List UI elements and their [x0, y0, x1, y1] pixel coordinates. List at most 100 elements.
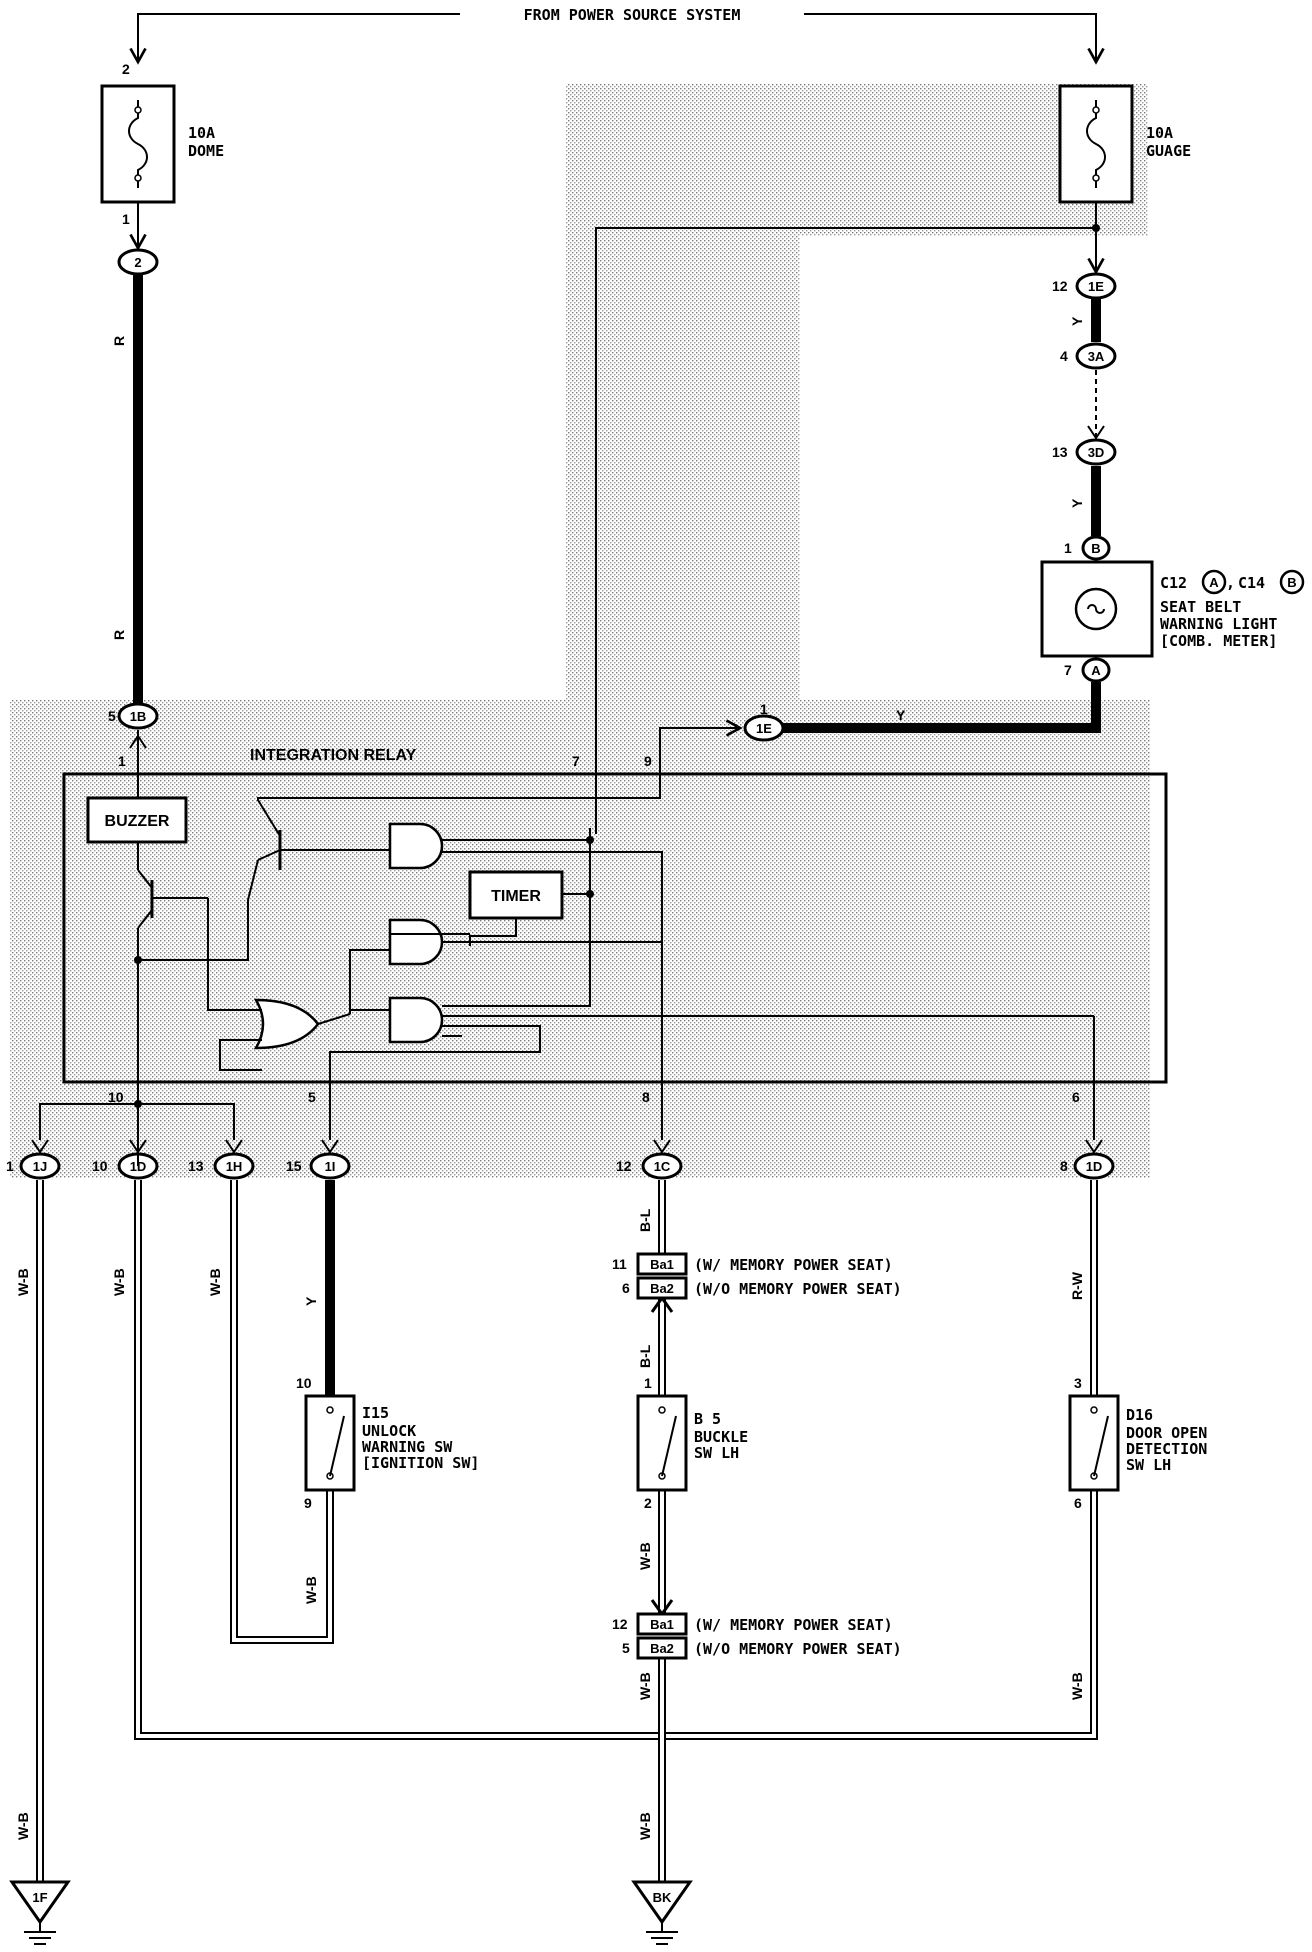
svg-text:W-B: W-B	[637, 1812, 653, 1840]
svg-text:12: 12	[1052, 278, 1068, 294]
svg-text:10: 10	[108, 1089, 124, 1105]
svg-text:DETECTION: DETECTION	[1126, 1440, 1207, 1458]
wire-color-y-1: Y	[1069, 316, 1085, 326]
svg-text:(W/O MEMORY POWER SEAT): (W/O MEMORY POWER SEAT)	[694, 1280, 902, 1298]
connector-1j: 1J 1	[6, 1152, 61, 1180]
svg-text:5: 5	[622, 1640, 630, 1656]
svg-text:WARNING LIGHT: WARNING LIGHT	[1160, 615, 1277, 633]
svg-text:R-W: R-W	[1069, 1271, 1085, 1300]
ground-branch	[31, 1103, 1103, 1154]
shading	[10, 84, 1150, 1178]
svg-text:(W/O MEMORY POWER SEAT): (W/O MEMORY POWER SEAT)	[694, 1640, 902, 1658]
timer-label: TIMER	[491, 888, 541, 905]
svg-text:15: 15	[286, 1158, 302, 1174]
switch-d16: 3 6 D16 DOOR OPEN DETECTION SW LH	[1068, 1375, 1207, 1511]
svg-text:12: 12	[612, 1616, 628, 1632]
relay-title: INTEGRATION RELAY	[250, 747, 417, 764]
svg-text:UNLOCK: UNLOCK	[362, 1422, 416, 1440]
buzzer-label: BUZZER	[105, 813, 170, 830]
seat-belt-warning-light: B 1 A 7 C12 A , C14 B SEAT BELT WARNING …	[1040, 535, 1305, 683]
connector-3a: 3A 4	[1060, 342, 1117, 370]
connector-2: 2	[117, 248, 159, 276]
svg-text:B: B	[1287, 575, 1296, 590]
connector-1e-mid: 1E 1	[743, 701, 785, 742]
switch-i15: 10 9 I15 UNLOCK WARNING SW [IGNITION SW]	[296, 1375, 479, 1511]
svg-text:13: 13	[188, 1158, 204, 1174]
svg-text:6: 6	[1074, 1495, 1082, 1511]
svg-text:1C: 1C	[654, 1159, 671, 1174]
connector-1h: 1H 13	[188, 1152, 255, 1180]
svg-text:,: ,	[1226, 574, 1235, 592]
wire-color-y-3: Y	[896, 707, 906, 723]
connector-1e-top: 1E 12	[1052, 272, 1117, 300]
svg-text:1D: 1D	[1086, 1159, 1103, 1174]
svg-text:12: 12	[616, 1158, 632, 1174]
svg-text:W-B: W-B	[637, 1672, 653, 1700]
svg-text:W-B: W-B	[1069, 1672, 1085, 1700]
integration-relay: INTEGRATION RELAY 1 7 9 10 5 8 6 BUZZER …	[62, 719, 1168, 1166]
svg-text:Ba1: Ba1	[650, 1617, 674, 1632]
svg-text:6: 6	[622, 1280, 630, 1296]
connector-1d-right: 1D 8	[1060, 1152, 1115, 1180]
svg-text:1: 1	[1064, 540, 1072, 556]
svg-text:A: A	[1091, 663, 1101, 678]
svg-text:SW LH: SW LH	[694, 1444, 739, 1462]
svg-text:1: 1	[6, 1158, 14, 1174]
svg-text:6: 6	[1072, 1089, 1080, 1105]
svg-text:Y: Y	[303, 1296, 319, 1306]
svg-text:BK: BK	[653, 1890, 672, 1905]
svg-text:B: B	[1091, 541, 1100, 556]
svg-text:1: 1	[644, 1375, 652, 1391]
svg-text:10: 10	[92, 1158, 108, 1174]
svg-text:(W/ MEMORY POWER SEAT): (W/ MEMORY POWER SEAT)	[694, 1256, 893, 1274]
svg-text:B-L: B-L	[637, 1208, 653, 1232]
svg-text:3D: 3D	[1088, 445, 1105, 460]
svg-text:5: 5	[308, 1089, 316, 1105]
svg-text:1H: 1H	[226, 1159, 243, 1174]
svg-text:W-B: W-B	[15, 1268, 31, 1296]
fuse-dome-rating: 10A	[188, 124, 215, 142]
svg-text:2: 2	[134, 255, 141, 270]
ground-1f: 1F	[9, 1880, 71, 1945]
svg-text:1F: 1F	[32, 1890, 47, 1905]
warning-light-code-1: C12	[1160, 574, 1187, 592]
svg-text:11: 11	[612, 1256, 627, 1272]
dome-wiring: R R	[111, 202, 147, 790]
svg-text:1: 1	[118, 753, 126, 769]
svg-text:1B: 1B	[130, 709, 147, 724]
ba-connectors-lower: Ba1 Ba2 12 5 (W/ MEMORY POWER SEAT) (W/O…	[612, 1612, 902, 1660]
connector-1c: 1C 12	[616, 1152, 683, 1180]
svg-text:Ba2: Ba2	[650, 1281, 674, 1296]
svg-text:1I: 1I	[325, 1159, 336, 1174]
svg-text:I15: I15	[362, 1404, 389, 1422]
svg-text:8: 8	[1060, 1158, 1068, 1174]
svg-text:[COMB. METER]: [COMB. METER]	[1160, 632, 1277, 650]
svg-text:(W/ MEMORY POWER SEAT): (W/ MEMORY POWER SEAT)	[694, 1616, 893, 1634]
fuse-gauge-rating: 10A	[1146, 124, 1173, 142]
svg-text:W-B: W-B	[207, 1268, 223, 1296]
svg-text:WARNING SW: WARNING SW	[362, 1438, 453, 1456]
connector-3d: 3D 13	[1052, 438, 1117, 466]
svg-text:Ba1: Ba1	[650, 1257, 674, 1272]
wire-color-y-2: Y	[1069, 498, 1085, 508]
svg-text:13: 13	[1052, 444, 1068, 460]
fuse-gauge: 10A GUAGE	[1058, 84, 1191, 204]
ba-connectors-upper: Ba1 Ba2 11 6 (W/ MEMORY POWER SEAT) (W/O…	[612, 1252, 902, 1300]
svg-text:3A: 3A	[1088, 349, 1105, 364]
wire-color-r-upper: R	[111, 336, 127, 346]
svg-text:1: 1	[760, 701, 768, 717]
fuse-gauge-name: GUAGE	[1146, 142, 1191, 160]
svg-text:8: 8	[642, 1089, 650, 1105]
svg-text:SW LH: SW LH	[1126, 1456, 1171, 1474]
svg-text:9: 9	[304, 1495, 312, 1511]
svg-text:BUCKLE: BUCKLE	[694, 1428, 748, 1446]
svg-text:1E: 1E	[756, 721, 772, 736]
svg-text:Ba2: Ba2	[650, 1641, 674, 1656]
wb-wires	[36, 1180, 1098, 1882]
connector-1b: 1B 5	[108, 702, 159, 730]
svg-text:1D: 1D	[130, 1159, 147, 1174]
svg-text:4: 4	[1060, 348, 1068, 364]
svg-text:1E: 1E	[1088, 279, 1104, 294]
svg-text:B 5: B 5	[694, 1410, 721, 1428]
